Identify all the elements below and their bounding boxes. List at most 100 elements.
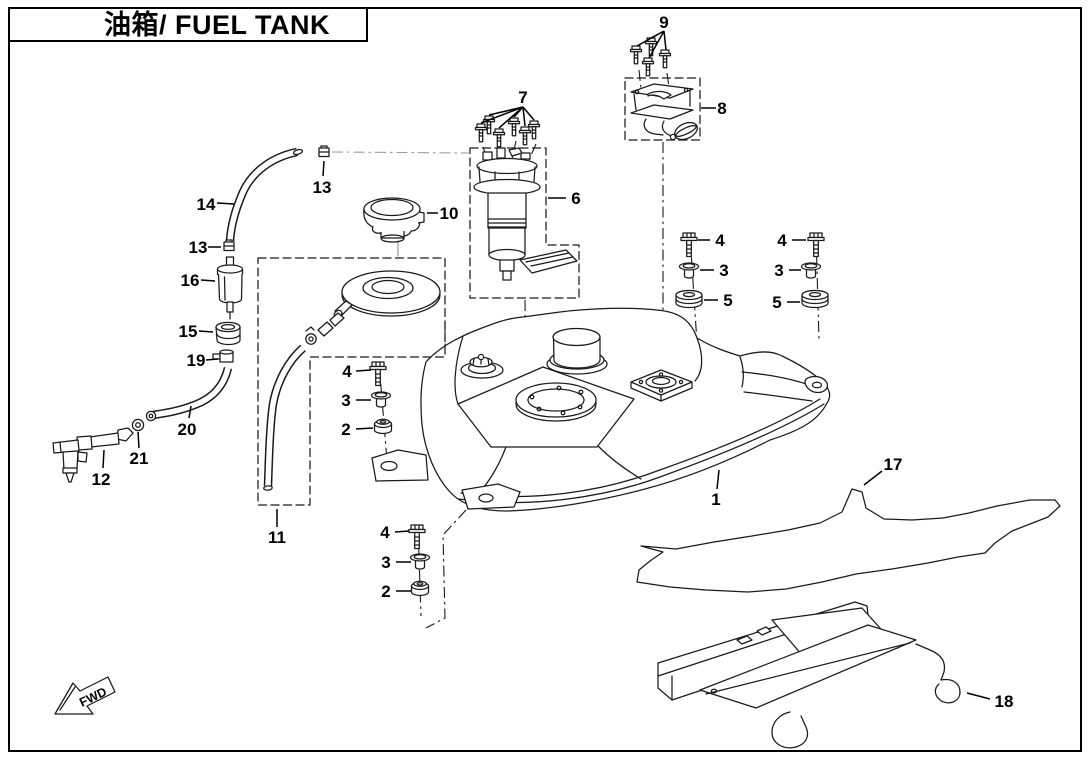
svg-text:12: 12 [92,470,111,489]
clamp-19 [212,349,234,363]
callout-4-right-b: 4 [777,231,806,250]
callout-17: 17 [863,455,903,486]
svg-text:1: 1 [711,490,720,509]
hose-clamp [305,333,317,345]
pump-screw [474,123,488,143]
rollover-valve [460,353,504,379]
callout-6: 6 [548,189,581,208]
pump-ref-box [469,147,580,299]
pump-lock-ring [473,178,541,196]
float [674,121,698,141]
callout-21: 21 [130,431,149,468]
clamp-21 [131,418,145,432]
callout-1: 1 [711,469,721,509]
svg-text:3: 3 [719,261,728,280]
svg-text:21: 21 [130,449,149,468]
washer-3 [370,391,392,408]
svg-text:2: 2 [341,420,350,439]
callout-10: 10 [427,204,458,223]
clamp-13-filter [223,239,235,252]
fuel-filter [216,256,244,320]
callout-3-lower-mid: 3 [381,553,411,572]
svg-text:4: 4 [777,231,787,250]
svg-text:3: 3 [341,391,350,410]
svg-text:9: 9 [659,13,668,32]
svg-text:3: 3 [774,261,783,280]
svg-text:4: 4 [342,362,352,381]
bolt-4 [807,232,825,258]
rubber-mount-5 [801,289,829,309]
page-border [8,7,1082,752]
sender-ref-box [624,77,701,141]
callout-8: 8 [701,99,727,118]
heat-pad [636,488,1061,593]
svg-text:3: 3 [381,553,390,572]
callout-5-right-a: 5 [704,291,733,310]
callout-7: 7 [480,88,535,129]
heat-shield-bracket [657,601,961,749]
svg-text:5: 5 [723,291,732,310]
callout-2-lower-mid: 2 [381,582,411,601]
svg-text:8: 8 [717,99,726,118]
callouts: 9 8 7 6 13 14 10 13 [92,13,1014,711]
callout-14: 14 [197,195,235,214]
callout-3-upper-mid: 3 [341,391,371,410]
callout-12: 12 [92,449,111,489]
damper-cup [215,321,241,346]
washer-3 [409,553,431,570]
fuel-tank-body [371,307,831,512]
injector-assembly [52,427,134,483]
callout-3-right-a: 3 [700,261,729,280]
inline-fitting [317,321,334,337]
svg-text:6: 6 [571,189,580,208]
clamp-13-top [318,145,330,158]
washer-3 [678,262,700,279]
bolt-4 [408,524,426,550]
svg-text:13: 13 [189,238,208,257]
washer-3 [800,262,822,279]
svg-text:18: 18 [995,692,1014,711]
pump-filter-sock [519,249,578,274]
filler-flange-assembly [263,270,441,491]
sender-screw [641,57,655,77]
svg-text:17: 17 [884,455,903,474]
title-box: 油箱/ FUEL TANK [8,7,368,42]
svg-text:15: 15 [179,322,198,341]
svg-text:5: 5 [772,293,781,312]
grommet-2 [410,580,430,597]
pump-screw [527,120,541,140]
svg-text:13: 13 [313,178,332,197]
tank-left-tab [371,449,429,482]
callout-19: 19 [187,351,219,370]
callout-18: 18 [966,692,1014,711]
pump-screw [518,126,532,146]
bolt-4 [369,361,387,387]
vent-and-fuel-line [52,145,330,483]
grommet-2 [373,418,393,435]
bolt-4 [680,232,698,258]
fwd-label: FWD [77,685,109,710]
rubber-mount-5 [675,289,703,309]
svg-text:14: 14 [197,195,216,214]
callout-4-right-a: 4 [698,231,725,250]
sender-flange [630,369,693,402]
pump-screw [507,117,521,137]
vent-line-connector [331,151,470,154]
svg-text:19: 19 [187,351,206,370]
callout-13-filter: 13 [189,238,221,257]
pump-flange [476,157,538,175]
svg-text:2: 2 [381,582,390,601]
tank-filler-neck [546,327,608,375]
page-title: 油箱/ FUEL TANK [104,9,330,40]
sender-screw [658,49,672,69]
tank-seam [458,403,825,504]
callout-4-lower-mid: 4 [380,523,410,542]
fuel-level-sender [629,37,698,141]
callout-13-top: 13 [313,160,332,197]
svg-text:20: 20 [178,420,197,439]
fuel-pump-assembly [473,115,578,281]
svg-text:16: 16 [181,271,200,290]
pump-screw [492,128,506,148]
fuel-cap [363,197,425,243]
